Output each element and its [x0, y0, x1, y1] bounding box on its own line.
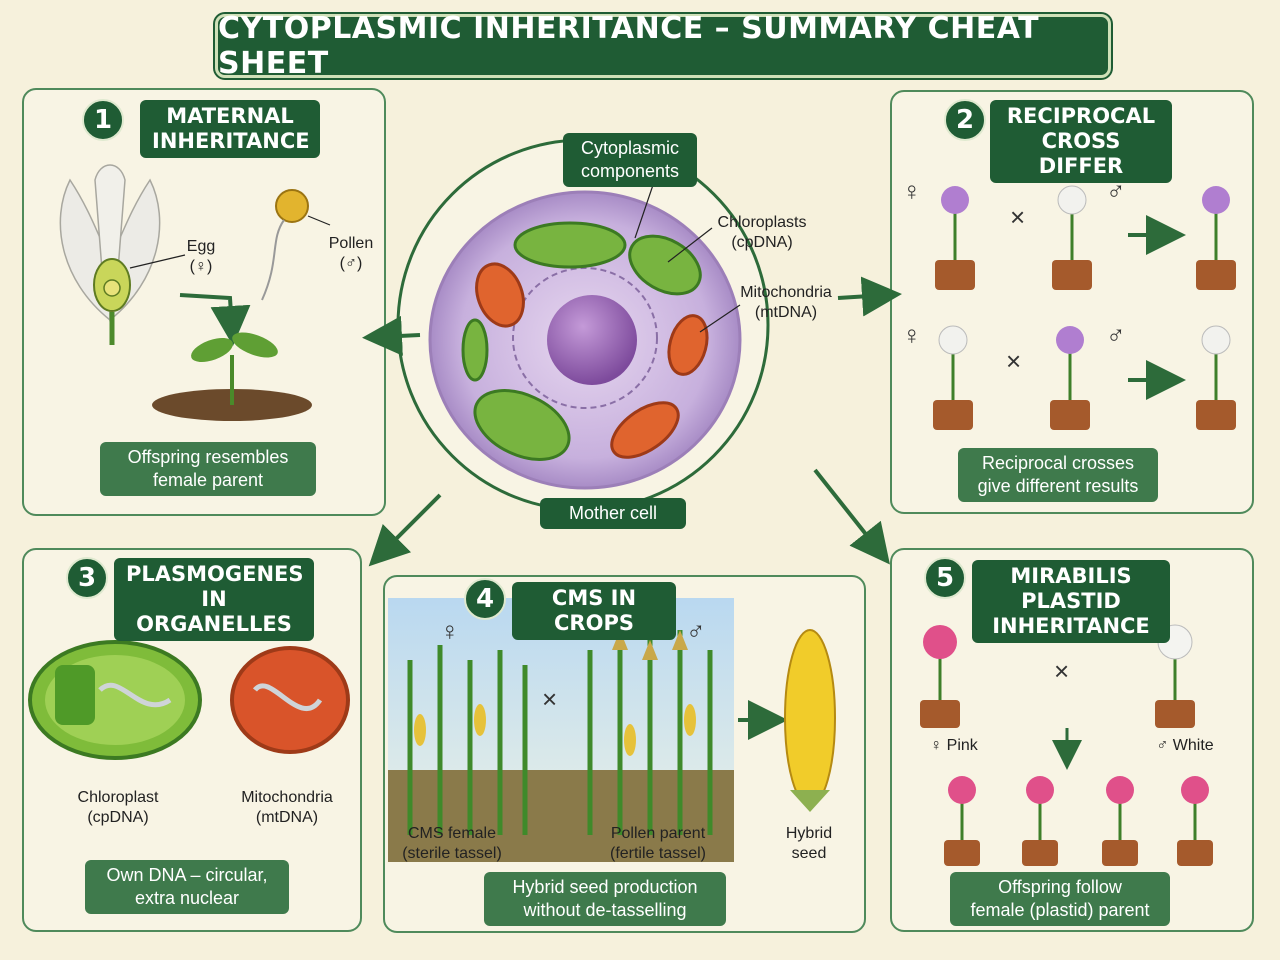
female-symbol-row1: ♀	[902, 176, 922, 206]
cross-symbol-mirabilis: ×	[1054, 656, 1070, 686]
panel-2-title: RECIPROCAL CROSS DIFFER	[990, 100, 1172, 183]
panel-5-number: 5	[924, 557, 966, 599]
panel-2-caption: Reciprocal crosses give different result…	[958, 448, 1158, 502]
white-parent-label: ♂ White	[1156, 737, 1214, 754]
mitochondria-organelle-label: Mitochondria (mtDNA)	[241, 789, 333, 826]
panel-3-number: 3	[66, 557, 108, 599]
panel-3-title: PLASMOGENES IN ORGANELLES	[114, 558, 314, 641]
panel-4-caption: Hybrid seed production without de-tassel…	[484, 872, 726, 926]
hybrid-seed-label: Hybrid seed	[785, 825, 833, 862]
cytoplasmic-components-label: Cytoplasmic components	[563, 133, 697, 187]
cross-symbol-row1: ×	[1010, 202, 1026, 232]
panel-4-number: 4	[464, 578, 506, 620]
nucleus	[547, 295, 637, 385]
seedling-illustration	[152, 332, 312, 421]
page-title: CYTOPLASMIC INHERITANCE – SUMMARY CHEAT …	[218, 11, 1040, 81]
mirabilis-plants	[920, 624, 1213, 866]
panel-1-caption: Offspring resembles female parent	[100, 442, 316, 496]
female-symbol-corn: ♀	[440, 616, 460, 646]
mitochondria-label: Mitochondria (mtDNA)	[740, 284, 832, 321]
corn-field-illustration	[388, 598, 734, 862]
hybrid-seed-illustration	[784, 629, 836, 812]
cross-symbol-corn: ×	[542, 684, 558, 714]
mother-cell-diagram	[396, 138, 770, 512]
flower-illustration	[59, 164, 186, 345]
flow-arrows	[362, 276, 902, 567]
chloroplasts-label: Chloroplasts (cpDNA)	[717, 214, 807, 251]
egg-label: Egg (♀)	[186, 238, 216, 275]
chloroplast-label: Chloroplast (cpDNA)	[77, 789, 159, 826]
panel-5-title: MIRABILIS PLASTID INHERITANCE	[972, 560, 1170, 643]
panel-1-title: MATERNAL INHERITANCE	[140, 100, 320, 158]
pink-parent-label: ♀ Pink	[930, 737, 978, 754]
mitochondria-illustration	[230, 646, 350, 754]
chloroplast-illustration	[28, 640, 202, 760]
female-symbol-row2: ♀	[902, 320, 922, 350]
reciprocal-arrows	[1128, 215, 1186, 400]
pollen-label: Pollen (♂)	[328, 235, 374, 272]
male-symbol-corn: ♂	[686, 616, 706, 646]
pollen-parent-label: Pollen parent (fertile tassel)	[609, 825, 707, 862]
mother-cell-label: Mother cell	[540, 498, 686, 529]
cross-symbol-row2: ×	[1006, 346, 1022, 376]
cms-female-label: CMS female (sterile tassel)	[402, 825, 502, 862]
mitochondria-shape	[475, 262, 709, 459]
panel-4-title: CMS IN CROPS	[512, 582, 676, 640]
panel-3-caption: Own DNA – circular, extra nuclear	[85, 860, 289, 914]
panel-2-number: 2	[944, 99, 986, 141]
reciprocal-plants	[933, 185, 1236, 430]
male-symbol-row1: ♂	[1106, 176, 1126, 206]
panel-1-number: 1	[82, 99, 124, 141]
male-symbol-row2: ♂	[1106, 320, 1126, 350]
title-banner: CYTOPLASMIC INHERITANCE – SUMMARY CHEAT …	[215, 11, 1111, 81]
panel-5-caption: Offspring follow female (plastid) parent	[950, 872, 1170, 926]
pollen-illustration	[261, 189, 331, 301]
